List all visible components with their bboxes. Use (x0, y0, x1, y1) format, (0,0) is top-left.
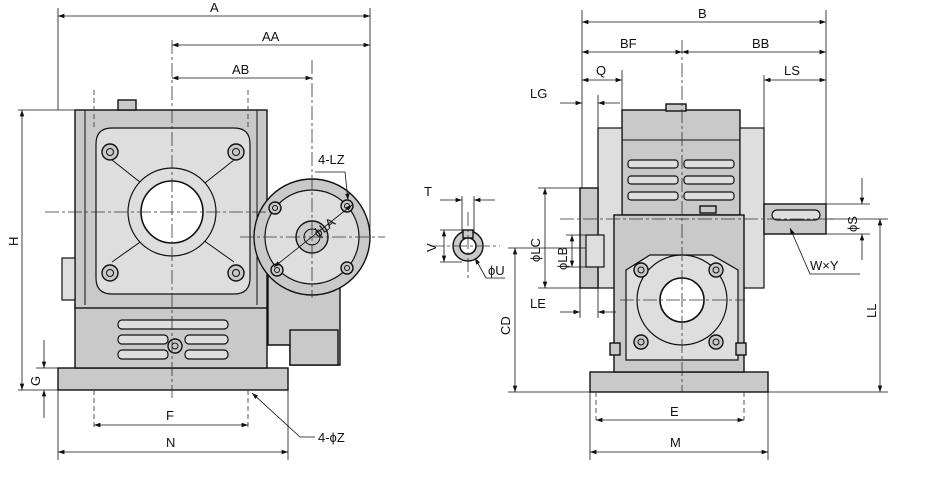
dim-ab-label: AB (232, 62, 249, 77)
dim-lz-label: 4-LZ (318, 152, 345, 167)
dim-aa-label: AA (262, 29, 280, 44)
dim-g-label: G (28, 376, 43, 386)
dim-q-label: Q (596, 63, 606, 78)
shaft-key-detail: T V ϕU (424, 184, 505, 279)
dim-f-label: F (166, 408, 174, 423)
vent-ribs (117, 319, 229, 360)
dim-ll-label: LL (864, 304, 879, 318)
side-dimensions (508, 10, 888, 460)
flange-bolts (101, 143, 245, 282)
dim-lg-label: LG (530, 86, 547, 101)
dim-cd-label: CD (498, 316, 513, 335)
side-view: B BF BB Q LS LG ϕLC ϕLB LE CD ϕS W×Y LL … (498, 6, 888, 460)
dim-h-label: H (6, 237, 21, 246)
drain-plug (167, 338, 183, 354)
dim-wy-label: W×Y (810, 258, 839, 273)
side-fins (627, 159, 735, 201)
vent-plug (117, 99, 137, 111)
dim-a-label: A (210, 0, 219, 15)
dim-v-label: V (424, 243, 439, 252)
dim-n-label: N (166, 435, 175, 450)
side-base-plate (589, 371, 769, 393)
dim-b-label: B (698, 6, 707, 21)
dim-s-label: ϕS (845, 216, 860, 232)
side-vent-plug (665, 103, 687, 112)
side-bolts (609, 262, 747, 356)
front-dimensions (18, 8, 371, 460)
dim-lb-label: ϕLB (555, 247, 570, 270)
dim-bf-label: BF (620, 36, 637, 51)
dim-m-label: M (670, 435, 681, 450)
dim-t-label: T (424, 184, 432, 199)
front-view: A AA AB 4-LZ ϕLA H G F N 4-ϕZ (6, 0, 385, 460)
side-centerlines (560, 40, 835, 420)
dim-bb-label: BB (752, 36, 769, 51)
dim-z-label: 4-ϕZ (318, 430, 345, 445)
base-plate (57, 367, 289, 391)
dim-lc-label: ϕLC (528, 238, 543, 262)
side-dimension-labels: B BF BB Q LS LG ϕLC ϕLB LE CD ϕS W×Y LL … (498, 6, 879, 450)
input-cover (289, 329, 339, 366)
dim-u-label: ϕU (488, 263, 505, 278)
dim-le-label: LE (530, 296, 546, 311)
lower-housing (74, 304, 268, 369)
dim-e-label: E (670, 404, 679, 419)
dim-ls-label: LS (784, 63, 800, 78)
